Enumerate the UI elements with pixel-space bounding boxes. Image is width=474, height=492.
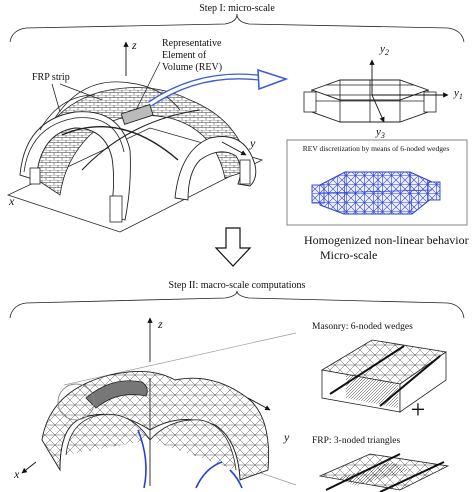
plus-sign: + — [411, 395, 426, 424]
step2-title: Step II: macro-scale computations — [169, 280, 306, 291]
step1-frp-label: FRP strip — [32, 72, 70, 83]
step2-axis-x-label: x — [13, 467, 20, 481]
rev-blue-arrow — [148, 68, 289, 107]
step1-rev-leader — [135, 61, 161, 111]
step2-dome — [41, 371, 270, 486]
step2-axis-y-label: y — [283, 430, 290, 444]
step1-rev-label-2: Element of — [162, 50, 207, 61]
step2-axis-z-label: z — [157, 317, 163, 331]
step1-axes — [123, 41, 247, 156]
frp-triangles-label: FRP: 3-noded triangles — [312, 436, 400, 446]
step1-title: Step I: micro-scale — [199, 3, 275, 14]
frp-triangles-element — [318, 453, 450, 492]
homogenized-line1: Homogenized non-linear behavior — [304, 233, 469, 247]
step1-rev-label-3: Volume (REV) — [162, 62, 222, 73]
step1-rev-label-1: Representative — [162, 38, 222, 49]
step1-axis-y-label: y — [249, 136, 256, 150]
masonry-label: Masonry: 6-noded wedges — [312, 322, 413, 332]
step1-frp-leaders — [51, 83, 103, 113]
step2-brace — [9, 290, 465, 319]
step1-base-plane — [6, 127, 264, 233]
step2-frp-curves — [137, 429, 243, 489]
masonry-element — [320, 339, 448, 413]
rev-mesh — [311, 171, 441, 215]
step1-brace — [9, 13, 465, 43]
rev-axis-y3-label: y3 — [375, 126, 385, 140]
step2-axes — [21, 317, 271, 474]
rev-axis-y2-label: y2 — [379, 43, 389, 57]
rev-axis-y1-label: y1 — [453, 87, 463, 101]
step1-vault — [19, 81, 257, 223]
rev-discretization-label: REV discretization by means of 6-noded w… — [303, 144, 450, 153]
homogenized-line2: Micro-scale — [320, 248, 377, 262]
rev-axes — [369, 59, 449, 123]
down-hollow-arrow — [214, 227, 252, 267]
rev-block — [303, 79, 437, 123]
step1-axis-z-label: z — [131, 38, 137, 52]
step1-axis-x-label: x — [8, 194, 15, 208]
